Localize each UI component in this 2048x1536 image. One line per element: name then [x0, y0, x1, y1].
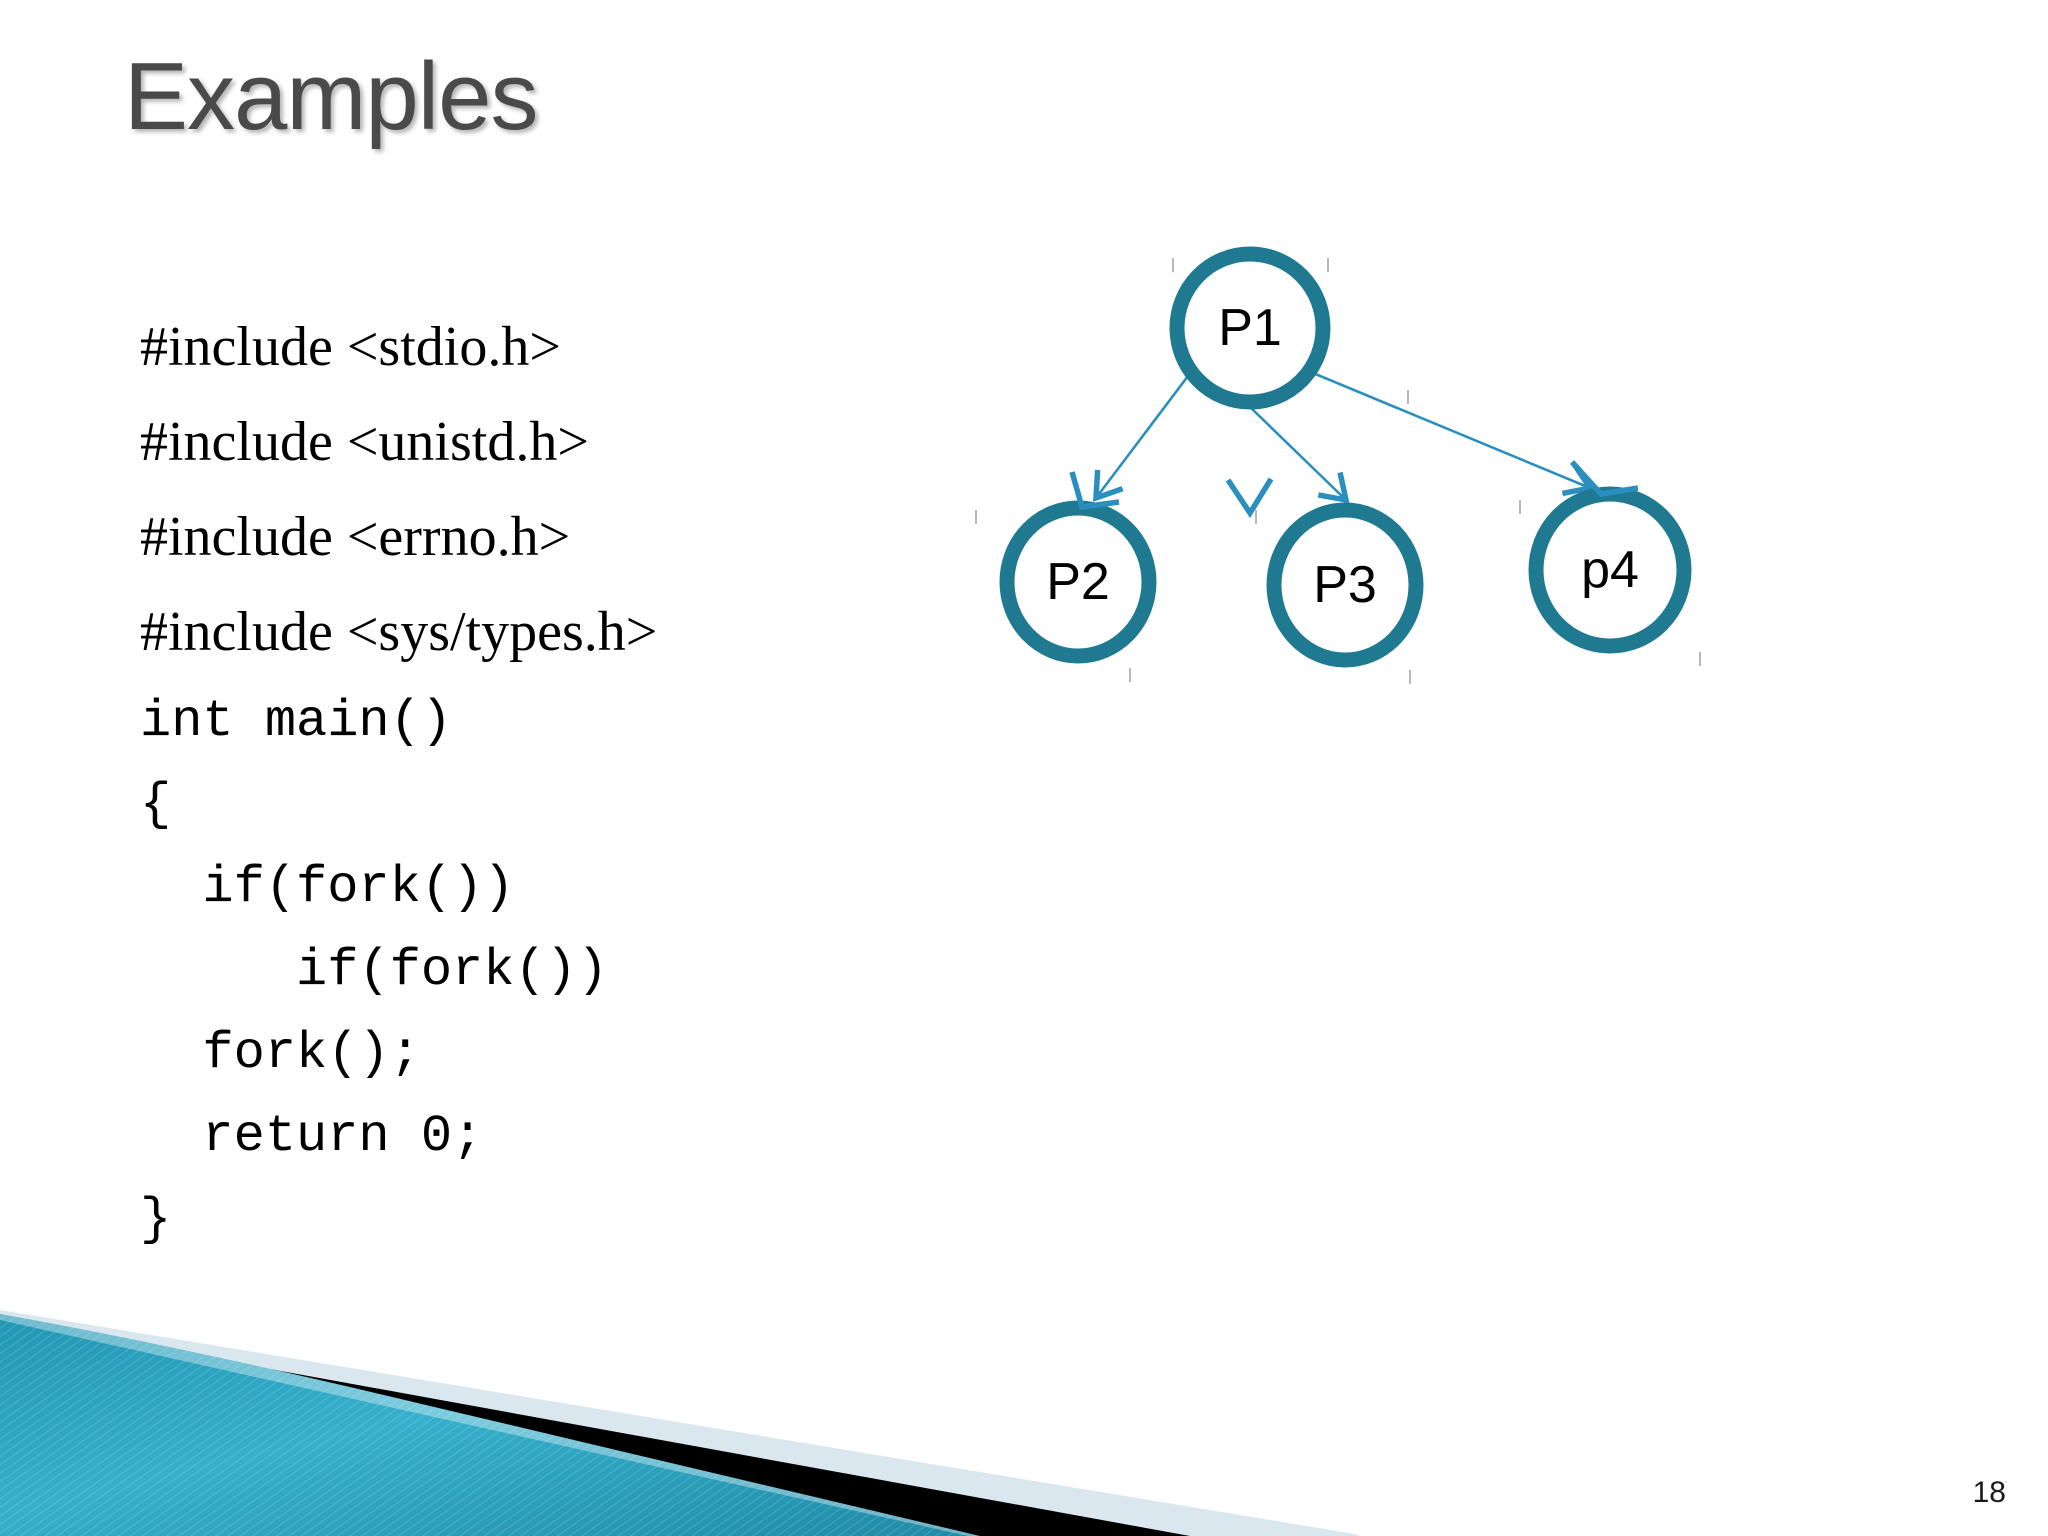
code-line-include-systypes: #include <sys/types.h>: [140, 601, 658, 663]
node-p3-circle: [1266, 502, 1424, 668]
banner-teal-wedge: [0, 1314, 980, 1536]
code-line-if-fork-1: if(fork()): [140, 858, 515, 917]
edge-p1-p3: [1250, 407, 1350, 504]
node-p4-circle: [1528, 486, 1692, 654]
edge-p1-p2: [1093, 375, 1190, 502]
node-p2-circle: [999, 500, 1157, 664]
node-p1-circle: [1169, 246, 1331, 410]
tree-edges: [1093, 371, 1595, 504]
code-line-fork-call: fork();: [140, 1024, 421, 1083]
banner-teal-texture: [0, 1314, 980, 1536]
page-title: Examples: [124, 43, 538, 150]
arrowhead-p3: [1225, 477, 1274, 519]
code-line-close-brace: }: [140, 1190, 172, 1249]
arrowhead-p4: [1569, 460, 1639, 497]
tree-nodes: [999, 246, 1692, 668]
corner-banner-decoration: [0, 1310, 1360, 1536]
code-line-include-errno: #include <errno.h>: [140, 506, 571, 568]
arrowhead-p2: [1069, 471, 1120, 511]
page-number: 18: [1972, 1476, 2006, 1509]
code-block: #include <stdio.h> #include <unistd.h> #…: [140, 300, 920, 1261]
code-line-main: int main(): [140, 692, 453, 751]
banner-pale-band: [0, 1310, 1360, 1536]
code-line-include-stdio: #include <stdio.h>: [140, 316, 561, 378]
tree-arrowheads: [1069, 460, 1639, 519]
code-line-return: return 0;: [140, 1107, 484, 1166]
process-tree-svg: [975, 246, 1701, 684]
code-line-open-brace: {: [140, 775, 172, 834]
code-line-if-fork-2: if(fork()): [140, 941, 609, 1000]
code-line-include-unistd: #include <unistd.h>: [140, 411, 589, 473]
banner-teal-highlight: [0, 1314, 980, 1536]
selection-ticks: [975, 258, 1701, 684]
banner-black-band: [0, 1320, 1190, 1536]
edge-p1-p4: [1312, 371, 1595, 497]
process-tree-diagram: P1 P2 P3 p4: [960, 200, 1760, 720]
